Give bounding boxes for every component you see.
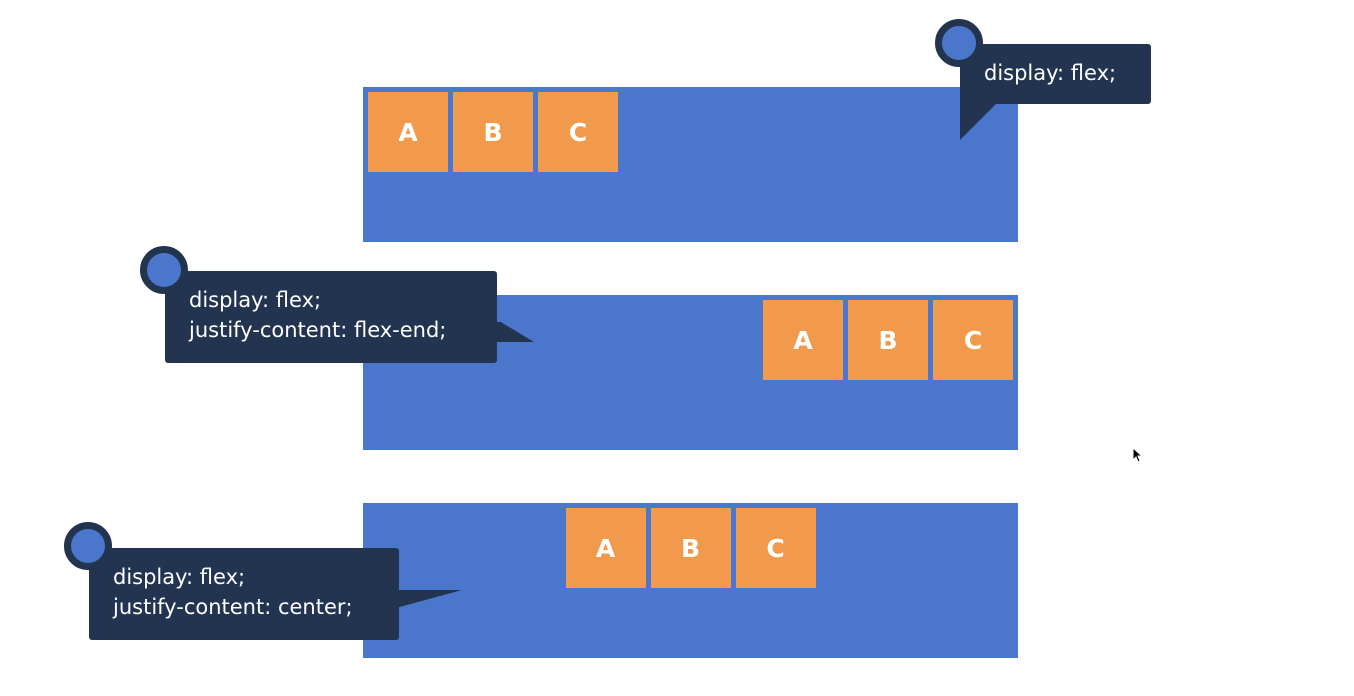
code-line: display: flex;	[189, 288, 322, 312]
flex-item-b: B	[848, 300, 928, 380]
mouse-cursor-icon	[1132, 447, 1144, 463]
code-line: display: flex;	[984, 61, 1117, 85]
code-line: display: flex;	[113, 565, 246, 589]
callout-pointer	[494, 322, 534, 342]
flex-item-c: C	[538, 92, 618, 172]
callout-pointer	[396, 590, 462, 608]
callout-box: display: flex;	[960, 44, 1151, 104]
code-line: justify-content: center;	[113, 595, 353, 619]
callout-marker-dot	[64, 522, 112, 570]
callout-pointer	[960, 100, 1000, 140]
code-line: justify-content: flex-end;	[189, 318, 447, 342]
flex-item-a: A	[368, 92, 448, 172]
callout-marker-dot	[935, 19, 983, 67]
flex-item-a: A	[565, 508, 646, 588]
callout-box: display: flex; justify-content: flex-end…	[165, 271, 497, 363]
flex-container-flex-end: A B C	[363, 295, 1018, 450]
flex-item-a: A	[763, 300, 843, 380]
callout-box: display: flex; justify-content: center;	[89, 548, 399, 640]
flex-item-b: B	[650, 508, 731, 588]
flex-item-c: C	[933, 300, 1013, 380]
flex-item-c: C	[735, 508, 816, 588]
flex-item-b: B	[453, 92, 533, 172]
flex-container-default: A B C	[363, 87, 1018, 242]
flex-container-center: A B C	[363, 503, 1018, 658]
callout-marker-dot	[140, 246, 188, 294]
